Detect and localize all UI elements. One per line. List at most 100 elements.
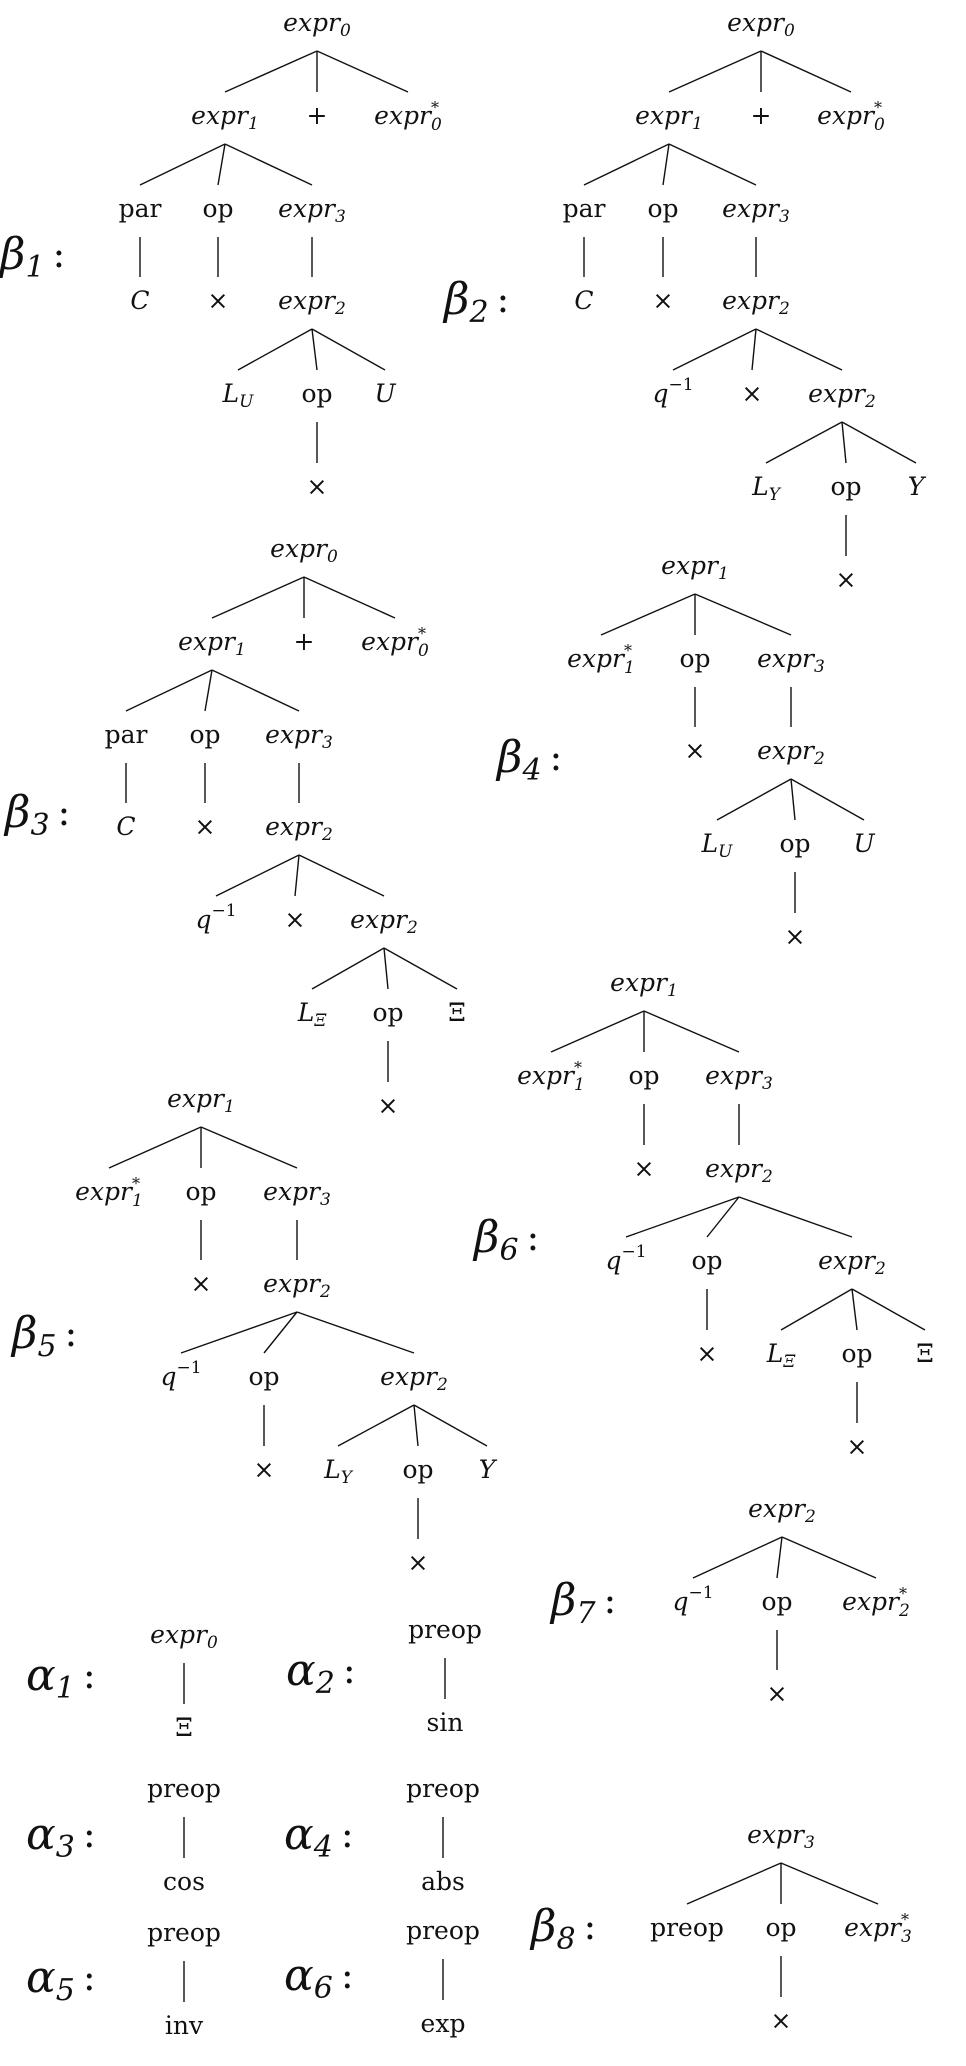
node-subscript: 3 — [320, 1190, 331, 1210]
alpha-6-label-base: α — [284, 1950, 314, 2001]
node-base: Y — [908, 472, 927, 501]
node-base: L — [222, 379, 240, 408]
beta-6-node-: Ξ — [916, 1339, 934, 1368]
alpha-4-label: α4: — [284, 1809, 354, 1866]
beta-2-node-y: Y — [908, 472, 927, 501]
alpha-1-label: α1: — [26, 1650, 96, 1707]
node-subscript: 0 — [784, 21, 795, 41]
node-base: expr — [567, 644, 626, 673]
alpha-6-label-subscript: 6 — [314, 1971, 333, 2006]
node-base: expr — [844, 1913, 903, 1942]
node-base: expr — [705, 1154, 764, 1183]
node-base: op — [202, 194, 233, 223]
node-subscript: 0 — [207, 1633, 218, 1653]
node-base: expr — [191, 101, 250, 130]
beta-3-node-: Ξ — [448, 998, 466, 1027]
beta-3-edge — [383, 947, 458, 990]
node-base: + — [307, 101, 328, 130]
node-base: expr — [263, 1177, 322, 1206]
beta-6-node-expr1: expr1 — [610, 968, 678, 1001]
alpha-6-label-colon: : — [341, 1953, 354, 1997]
beta-5-node-op: op — [402, 1455, 433, 1484]
node-subscript: 2 — [321, 825, 333, 845]
node-superscript: * — [899, 1584, 907, 1603]
beta-1-node-c: C — [130, 286, 149, 315]
beta-2-edge — [841, 421, 847, 464]
beta-5-label-subscript: 5 — [37, 1329, 56, 1364]
node-base: expr — [283, 8, 342, 37]
node-base: par — [119, 194, 162, 223]
beta-6-edge — [643, 1010, 740, 1053]
node-base: expr — [150, 1620, 209, 1649]
beta-7-node-: × — [767, 1679, 788, 1708]
node-subscript: 2 — [898, 1601, 910, 1621]
beta-3-edge — [294, 854, 300, 897]
beta-5-node-expr3: expr3 — [263, 1177, 331, 1210]
beta-1-edge — [311, 328, 386, 371]
alpha-2-node-preop: preop — [408, 1615, 482, 1644]
beta-1-label-colon: : — [53, 232, 66, 276]
node-base: expr — [265, 720, 324, 749]
node-superscript: * — [574, 1058, 582, 1077]
node-superscript: * — [132, 1174, 140, 1193]
node-base: expr — [747, 1820, 806, 1849]
alpha-2-label-colon: : — [343, 1648, 356, 1692]
beta-5-edge — [200, 1126, 298, 1169]
node-base: Ξ — [448, 998, 466, 1027]
node-base: L — [323, 1455, 341, 1484]
beta-4-label-colon: : — [550, 735, 563, 779]
node-base: op — [679, 644, 710, 673]
beta-5-edge — [413, 1404, 488, 1447]
beta-6-edge — [738, 1196, 853, 1238]
beta-4-edge — [790, 778, 865, 821]
beta-5-node-ly: LY — [323, 1455, 354, 1488]
node-base: q — [672, 1587, 688, 1616]
beta-8-node-preop: preop — [650, 1913, 724, 1942]
beta-2-node-: × — [742, 379, 763, 408]
node-subscript: 2 — [334, 299, 346, 319]
beta-7-label-base: β — [549, 1575, 576, 1626]
beta-6-node-expr1: expr*1 — [517, 1058, 585, 1095]
beta-3-edge — [298, 854, 385, 897]
node-base: × — [191, 1269, 212, 1298]
node-subscript: 1 — [132, 1191, 143, 1211]
beta-1-node-u: U — [374, 379, 396, 408]
alpha-3-label-subscript: 3 — [56, 1830, 75, 1865]
beta-1-edge — [224, 143, 313, 186]
beta-2-edge — [841, 421, 917, 464]
beta-3-node-: × — [378, 1091, 399, 1120]
beta-3-node-: × — [285, 905, 306, 934]
beta-7-label-colon: : — [604, 1578, 617, 1622]
alpha-2-label-subscript: 2 — [315, 1666, 335, 1701]
beta-5-node-: × — [191, 1269, 212, 1298]
beta-3-node-expr2: expr2 — [350, 905, 418, 938]
beta-4-edge — [694, 593, 792, 636]
node-base: preop — [406, 1774, 480, 1803]
node-base: preop — [406, 1916, 480, 1945]
node-base: × — [771, 2006, 792, 2035]
node-subscript: 0 — [431, 115, 442, 135]
node-subscript: 0 — [418, 641, 429, 661]
beta-2-node-: × — [653, 286, 674, 315]
alpha-2-node-sin: sin — [427, 1708, 464, 1737]
beta-4-label: β4: — [495, 732, 562, 789]
node-base: preop — [147, 1774, 221, 1803]
beta-6-node-expr2: expr2 — [705, 1154, 773, 1187]
beta-3-node-op: op — [189, 720, 220, 749]
node-subscript: 0 — [340, 21, 351, 41]
beta-4-label-subscript: 4 — [521, 753, 541, 788]
node-base: expr — [842, 1587, 901, 1616]
node-subscript: 1 — [248, 114, 259, 134]
beta-6-edge — [706, 1196, 740, 1238]
node-base: expr — [380, 1362, 439, 1391]
beta-7-node-op: op — [761, 1587, 792, 1616]
node-base: Y — [479, 1455, 498, 1484]
beta-3-edge — [125, 669, 213, 712]
beta-6-node-l: LΞ — [766, 1339, 797, 1372]
node-base: expr — [278, 194, 337, 223]
beta-5-edge — [413, 1404, 419, 1447]
beta-4-label-base: β — [495, 732, 522, 783]
beta-3-node-expr0: expr*0 — [361, 624, 429, 661]
node-base: × — [742, 379, 763, 408]
node-base: Ξ — [175, 1713, 193, 1742]
